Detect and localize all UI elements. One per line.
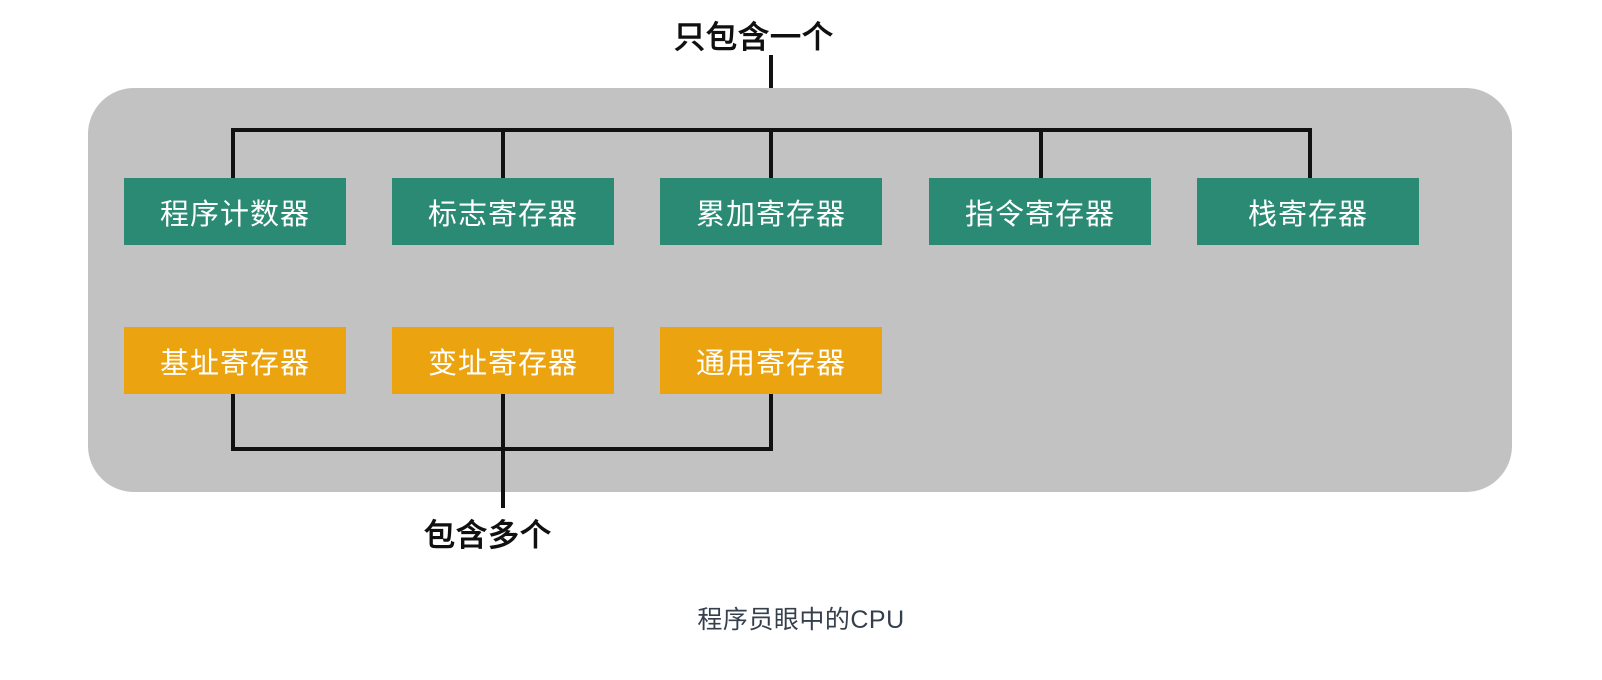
top-bus-drop-5 [1308,128,1312,178]
register-label: 变址寄存器 [427,347,578,380]
bottom-bus-riser-1 [231,394,235,451]
bottom-annotation-stem [501,447,505,508]
top-bus-drop-4 [1039,128,1043,178]
register-label: 程序计数器 [159,198,310,231]
register-box-general-purpose-register[interactable]: 通用寄存器 [660,327,882,394]
top-bus-drop-2 [501,128,505,178]
register-box-accumulator[interactable]: 累加寄存器 [660,178,882,245]
register-label: 指令寄存器 [964,198,1115,231]
annotation-single-label: 只包含一个 [674,20,834,55]
annotation-multi-label: 包含多个 [424,518,552,553]
register-box-base-register[interactable]: 基址寄存器 [124,327,346,394]
register-box-program-counter[interactable]: 程序计数器 [124,178,346,245]
register-label: 栈寄存器 [1247,198,1368,231]
register-box-index-register[interactable]: 变址寄存器 [392,327,614,394]
bottom-bus-riser-2 [501,394,505,451]
register-label: 标志寄存器 [427,198,578,231]
top-bus-drop-3 [769,128,773,178]
register-label: 通用寄存器 [695,347,846,380]
register-box-stack-register[interactable]: 栈寄存器 [1197,178,1419,245]
register-box-flag-register[interactable]: 标志寄存器 [392,178,614,245]
register-label: 累加寄存器 [695,198,846,231]
register-label: 基址寄存器 [159,347,310,380]
register-box-instruction-register[interactable]: 指令寄存器 [929,178,1151,245]
bottom-bus-riser-3 [769,394,773,451]
figure-caption: 程序员眼中的CPU [697,606,905,634]
cpu-body-panel [88,88,1512,492]
top-bus-drop-1 [231,128,235,178]
